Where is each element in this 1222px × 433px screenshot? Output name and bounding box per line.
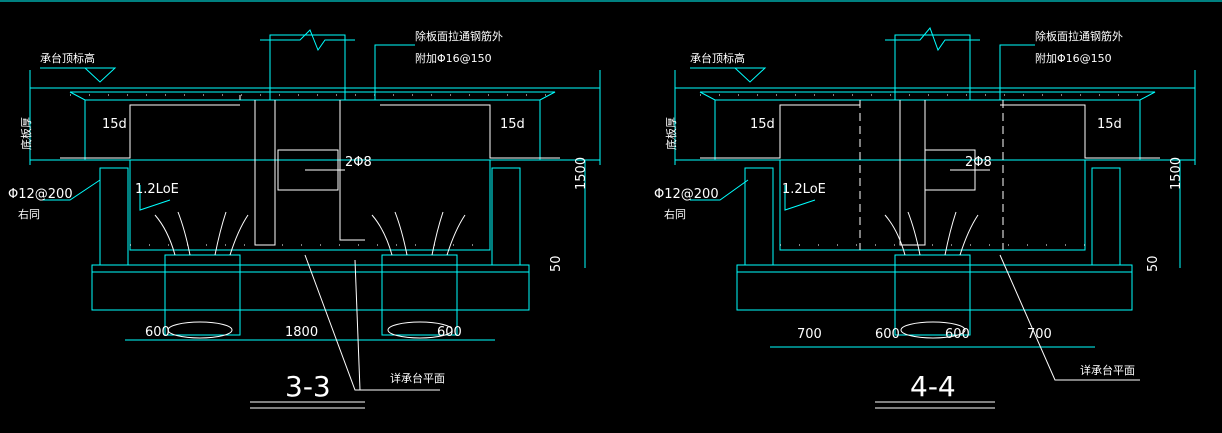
column <box>894 34 971 101</box>
pile-left <box>164 254 241 336</box>
inner-rebar-left <box>700 104 860 159</box>
pile-right-break <box>387 321 453 339</box>
dim-600-a: 600 <box>875 327 900 342</box>
side-wall-right <box>491 167 521 266</box>
label-rebar-note2: 附加Φ16@150 <box>415 51 492 65</box>
leader-plan <box>999 254 1140 381</box>
leader-plan <box>304 254 440 391</box>
dim-700-b: 700 <box>1027 327 1052 342</box>
leader-top-elev <box>40 67 117 83</box>
label-top-elev: 承台顶标高 <box>690 51 745 65</box>
label-15d-b: 15d <box>500 117 525 132</box>
dim-600-b: 600 <box>437 325 462 340</box>
inner-rebar-left <box>60 104 240 159</box>
side-wall-left <box>99 167 129 266</box>
label-slab: 底板厚 <box>19 117 33 150</box>
label-same: 右同 <box>18 207 40 221</box>
dim-1800: 1800 <box>285 325 318 340</box>
pile-anchor-right <box>371 211 466 256</box>
leader-phi12 <box>42 179 101 201</box>
column <box>269 34 346 101</box>
cap-body-outline <box>779 160 1086 251</box>
label-slab: 底板厚 <box>664 117 678 150</box>
inner-rebar-right <box>380 104 560 159</box>
leader-lae <box>784 185 816 211</box>
dim-1500: 1500 <box>1169 157 1184 190</box>
cap-body-outline <box>129 160 491 251</box>
pile-anchor-left <box>154 211 249 256</box>
pile-left-break <box>167 321 233 339</box>
leader-phi12 <box>690 179 749 201</box>
column-rebar-1 <box>899 100 926 246</box>
label-rebar-note1: 除板面拉通钢筋外 <box>415 29 503 43</box>
cushion-layer <box>736 264 1133 311</box>
section-4-4: 承台顶标高 底板厚 除板面拉通钢筋外 附加Φ16@150 15d 15d 2Φ8… <box>654 27 1196 409</box>
label-phi12: Φ12@200 <box>654 187 719 202</box>
pile-cap-top-outline <box>699 91 1156 101</box>
leader-top-elev <box>690 67 767 83</box>
dim-600-b: 600 <box>945 327 970 342</box>
column-break-symbol <box>260 29 355 52</box>
column-break-symbol <box>885 27 980 52</box>
dim-50: 50 <box>1146 255 1161 272</box>
label-plan: 详承台平面 <box>390 371 445 385</box>
pile-anchor-center <box>884 211 979 256</box>
dim-700-a: 700 <box>797 327 822 342</box>
pile-center-break <box>900 321 966 339</box>
side-wall-left <box>744 167 774 266</box>
leader-plan-2 <box>354 259 361 391</box>
label-15d-a: 15d <box>102 117 127 132</box>
dim-1500: 1500 <box>574 157 589 190</box>
leader-rebar-note <box>374 44 415 100</box>
leader-rebar-note <box>999 44 1035 100</box>
label-top-elev: 承台顶标高 <box>40 51 95 65</box>
inner-rebar-right <box>1000 104 1160 159</box>
label-rebar-note1: 除板面拉通钢筋外 <box>1035 29 1123 43</box>
pile-center <box>894 254 971 336</box>
section-title: 4-4 <box>910 370 956 403</box>
label-plan: 详承台平面 <box>1080 363 1135 377</box>
section-title: 3-3 <box>285 370 331 403</box>
label-phi12: Φ12@200 <box>8 187 73 202</box>
label-lae: 1.2LoE <box>135 182 179 197</box>
column-rebar-1 <box>254 100 276 246</box>
leader-lae <box>139 185 171 211</box>
side-wall-right <box>1091 167 1121 266</box>
label-15d-b: 15d <box>1097 117 1122 132</box>
label-lae: 1.2LoE <box>782 182 826 197</box>
pile-cap-top-outline <box>69 91 556 101</box>
cushion-layer <box>91 264 530 311</box>
label-15d-a: 15d <box>750 117 775 132</box>
section-3-3: 承台顶标高 底板厚 除板面拉通钢筋外 附加Φ16@150 15d 15d 2Φ8… <box>8 29 601 409</box>
dim-50: 50 <box>549 255 564 272</box>
label-rebar-note2: 附加Φ16@150 <box>1035 51 1112 65</box>
label-same: 右同 <box>664 207 686 221</box>
dim-600-a: 600 <box>145 325 170 340</box>
label-2phi8: 2Φ8 <box>965 155 992 170</box>
pile-right <box>381 254 458 336</box>
column-rebar-2 <box>339 100 365 241</box>
label-2phi8: 2Φ8 <box>345 155 372 170</box>
